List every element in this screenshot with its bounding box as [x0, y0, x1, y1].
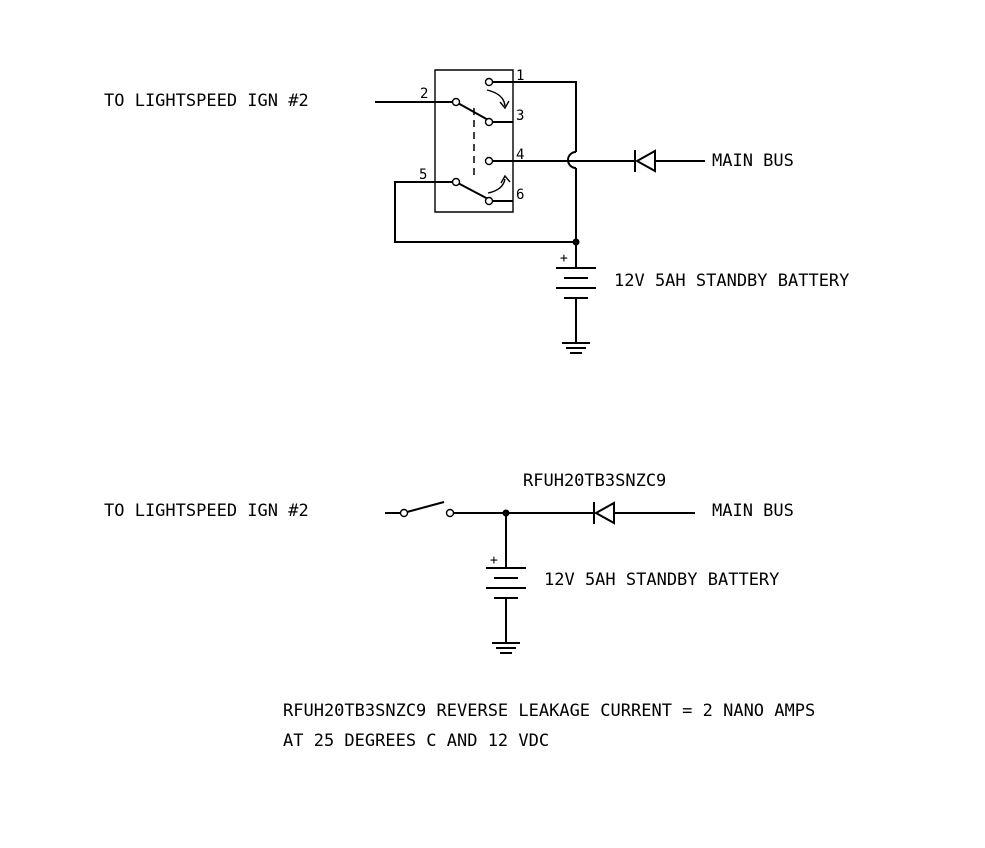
- bottom-circuit: TO LIGHTSPEED IGN #2 RFUH20TB3SNZC9 MAIN…: [104, 471, 794, 654]
- throw-arrow-lower: [487, 178, 506, 194]
- pin-number-3: 3: [516, 108, 524, 124]
- terminal-5: [451, 177, 461, 187]
- throw-arrow-upper: [486, 89, 506, 107]
- pole-blade-upper: [455, 101, 491, 122]
- top-battery-label: 12V 5AH STANDBY BATTERY: [614, 271, 849, 291]
- terminal-3: [484, 117, 494, 127]
- bottom-ignition-label: TO LIGHTSPEED IGN #2: [104, 501, 309, 521]
- terminal-1: [484, 77, 494, 87]
- note-line-2: AT 25 DEGREES C AND 12 VDC: [283, 731, 549, 751]
- pin-number-5: 5: [419, 167, 427, 183]
- pin-number-1: 1: [516, 68, 524, 84]
- spst-terminal-right: [445, 508, 455, 518]
- bottom-battery-label: 12V 5AH STANDBY BATTERY: [544, 570, 779, 590]
- top-ignition-label: TO LIGHTSPEED IGN #2: [104, 91, 309, 111]
- pin-number-6: 6: [516, 187, 524, 203]
- top-battery-symbol: [556, 242, 596, 342]
- spst-terminal-left: [399, 508, 409, 518]
- pin-number-2: 2: [420, 86, 428, 102]
- dpdt-switch-body: [434, 69, 514, 213]
- note-line-1: RFUH20TB3SNZC9 REVERSE LEAKAGE CURRENT =…: [283, 701, 815, 721]
- pin5-loop-wire: [394, 181, 576, 243]
- notes: RFUH20TB3SNZC9 REVERSE LEAKAGE CURRENT =…: [283, 701, 815, 751]
- top-battery-plus: +: [560, 251, 568, 266]
- spst-switch-blade: [406, 501, 445, 513]
- terminal-4: [484, 156, 494, 166]
- throw-arrow-lower-head: [500, 174, 511, 184]
- bottom-main-bus-label: MAIN BUS: [712, 501, 794, 521]
- top-diode-symbol: [634, 149, 656, 173]
- top-ground-symbol: [562, 342, 590, 354]
- pin1-wire: [489, 81, 577, 152]
- pole-blade-lower: [455, 181, 491, 201]
- pin-number-4: 4: [516, 147, 524, 163]
- top-circuit: TO LIGHTSPEED IGN #2: [104, 68, 849, 354]
- bottom-diode-symbol: [593, 501, 615, 525]
- top-main-bus-label: MAIN BUS: [712, 151, 794, 171]
- terminal-2: [451, 97, 461, 107]
- bottom-ground-symbol: [492, 642, 520, 654]
- bottom-diode-part-label: RFUH20TB3SNZC9: [523, 471, 666, 491]
- terminal-6: [484, 196, 494, 206]
- throw-arrow-upper-head: [499, 100, 510, 110]
- bottom-battery-plus: +: [490, 553, 498, 568]
- bottom-battery-symbol: [486, 513, 526, 642]
